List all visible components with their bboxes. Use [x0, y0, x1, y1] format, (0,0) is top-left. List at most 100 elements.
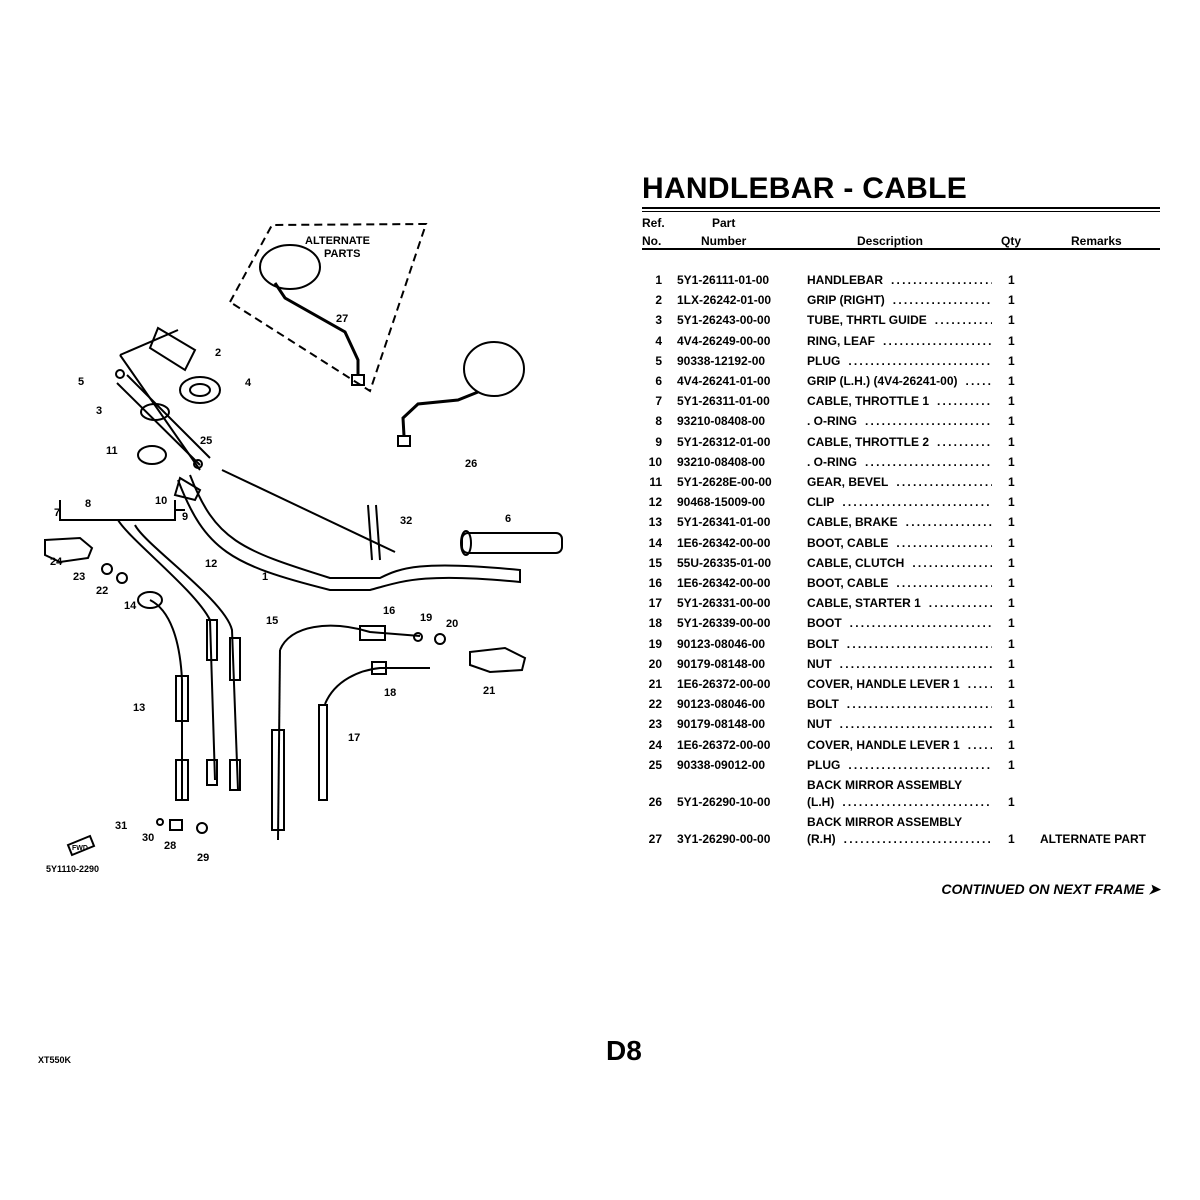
header-part: Number — [701, 234, 747, 248]
callout-3: 3 — [96, 405, 102, 417]
handlebar — [177, 474, 521, 591]
description: GRIP (L.H.) (4V4-26241-00) — [807, 373, 992, 389]
dot-leader — [847, 696, 992, 712]
header-ref: Ref. — [642, 216, 665, 230]
dot-leader — [893, 292, 992, 308]
ref-number: 9 — [655, 434, 662, 449]
continued-note: CONTINUED ON NEXT FRAME ➤ — [941, 881, 1160, 897]
ref-number: 15 — [648, 555, 662, 570]
quantity: 1 — [1008, 394, 1015, 409]
part-number: 5Y1-26331-00-00 — [677, 596, 771, 611]
part-number: 1LX-26242-01-00 — [677, 293, 772, 308]
part-number: 90179-08148-00 — [677, 717, 766, 732]
dot-leader — [883, 333, 992, 349]
description-line1: BACK MIRROR ASSEMBLY — [807, 778, 963, 792]
part-number: 5Y1-26339-00-00 — [677, 616, 771, 631]
callout-7: 7 — [54, 507, 60, 519]
ref-number: 22 — [648, 697, 662, 712]
ref-number: 3 — [655, 313, 662, 328]
description: GEAR, BEVEL — [807, 474, 992, 490]
callout-19: 19 — [420, 612, 432, 624]
dot-leader — [842, 494, 992, 510]
quantity: 1 — [1008, 697, 1015, 712]
description: BOOT, CABLE — [807, 535, 992, 551]
ref-number: 23 — [648, 717, 662, 732]
ref-number: 24 — [648, 737, 662, 752]
grip-left — [461, 532, 563, 554]
callout-6: 6 — [505, 513, 511, 525]
title-rule — [642, 211, 1160, 212]
part-number: 5Y1-26111-01-00 — [677, 273, 770, 287]
quantity: 1 — [1008, 677, 1015, 691]
ref-number: 21 — [648, 677, 662, 691]
ref-number: 12 — [648, 495, 662, 510]
callout-9: 9 — [182, 511, 188, 523]
description-text: GRIP (RIGHT) — [807, 293, 885, 308]
part-number: 3Y1-26290-00-00 — [677, 832, 771, 847]
ref-number: 10 — [648, 454, 662, 469]
page-title: HANDLEBAR - CABLE — [642, 172, 968, 205]
quantity: 1 — [1008, 293, 1015, 308]
callout-26: 26 — [465, 458, 477, 470]
description: (L.H) — [807, 794, 992, 810]
exploded-parts-diagram: ALTERNATE PARTS 1 2 3 4 5 6 7 8 9 10 11 … — [44, 222, 563, 874]
part-number: 5Y1-26290-10-00 — [677, 795, 771, 809]
callout-30: 30 — [142, 832, 154, 844]
quantity: 1 — [1008, 454, 1015, 469]
part-number: 1E6-26342-00-00 — [677, 576, 771, 590]
quantity: 1 — [1008, 535, 1015, 550]
dot-leader — [865, 454, 992, 470]
part-number: 90468-15009-00 — [677, 495, 766, 510]
fwd-label: FWD — [72, 845, 88, 852]
description-text: GEAR, BEVEL — [807, 475, 889, 489]
description-text: HANDLEBAR — [807, 273, 883, 287]
description-text: RING, LEAF — [807, 333, 875, 348]
dot-leader — [891, 272, 992, 288]
lever-cover-24 — [44, 536, 94, 564]
callout-31: 31 — [115, 820, 127, 832]
ref-number: 5 — [655, 353, 662, 368]
callout-18: 18 — [384, 687, 396, 699]
part-number: 90123-08046-00 — [677, 697, 766, 712]
part-number: 90338-12192-00 — [677, 353, 766, 368]
part-number: 90338-09012-00 — [677, 757, 766, 772]
callout-16: 16 — [383, 605, 395, 617]
description: . O-RING — [807, 413, 992, 429]
description-text: CABLE, BRAKE — [807, 515, 898, 530]
part-number: 5Y1-26243-00-00 — [677, 313, 771, 328]
description-text: BOOT, CABLE — [807, 535, 889, 550]
dot-leader — [847, 636, 992, 652]
dot-leader — [844, 831, 992, 847]
dot-leader — [968, 737, 992, 753]
quantity: 1 — [1008, 374, 1015, 388]
dot-leader — [865, 413, 992, 429]
description-text: CLIP — [807, 495, 835, 510]
dot-leader — [896, 575, 992, 591]
part-number: 93210-08408-00 — [677, 414, 766, 429]
part-number: 5Y1-26311-01-00 — [677, 394, 770, 409]
callout-8: 8 — [85, 498, 91, 510]
description: CABLE, THROTTLE 1 — [807, 393, 992, 409]
description-line1: BACK MIRROR ASSEMBLY — [807, 815, 963, 830]
description-text: COVER, HANDLE LEVER 1 — [807, 737, 960, 752]
description-text: CABLE, CLUTCH — [807, 555, 905, 570]
dot-leader — [937, 393, 992, 409]
part-number: 90123-08046-00 — [677, 636, 766, 651]
callout-21: 21 — [483, 685, 495, 697]
quantity: 1 — [1008, 832, 1015, 847]
description: BOLT — [807, 636, 992, 652]
description-text: . O-RING — [807, 454, 857, 469]
quantity: 1 — [1008, 353, 1015, 368]
description-text: (L.H) — [807, 795, 835, 809]
ref-number: 11 — [649, 475, 662, 489]
